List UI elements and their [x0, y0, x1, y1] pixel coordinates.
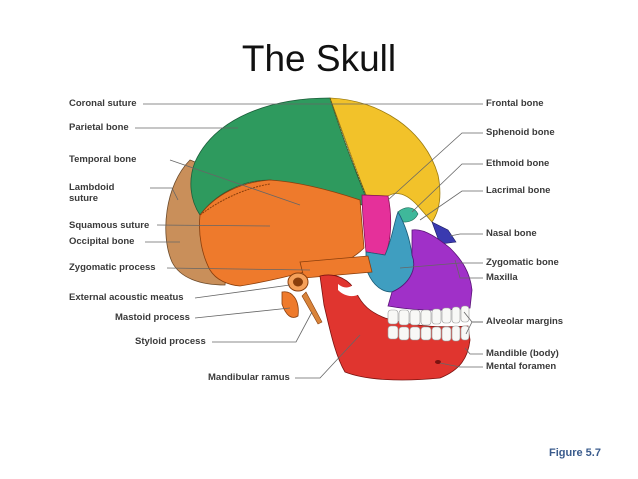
label-lambdoid-suture-2: suture [69, 193, 99, 204]
lower-teeth [387, 325, 470, 342]
label-lacrimal-bone: Lacrimal bone [486, 185, 551, 196]
zygomatic-process-shape [299, 255, 373, 279]
label-parietal-bone: Parietal bone [69, 122, 129, 133]
label-squamous-suture: Squamous suture [69, 220, 150, 231]
upper-teeth [387, 305, 470, 326]
label-coronal-suture: Coronal suture [69, 98, 137, 109]
label-temporal-bone: Temporal bone [69, 154, 137, 165]
label-mental-foramen: Mental foramen [486, 361, 557, 372]
figure-caption: Figure 5.7 [549, 447, 601, 459]
label-lambdoid-suture-1: Lambdoid [69, 182, 115, 193]
label-sphenoid-bone: Sphenoid bone [486, 127, 555, 138]
label-mandible-body: Mandible (body) [486, 348, 559, 359]
label-styloid-process: Styloid process [135, 336, 206, 347]
label-external-acoustic-meatus: External acoustic meatus [69, 292, 184, 303]
page-title: The Skull [241, 38, 397, 79]
label-mastoid-process: Mastoid process [115, 312, 190, 323]
label-maxilla: Maxilla [486, 272, 518, 283]
label-occipital-bone: Occipital bone [69, 236, 135, 247]
styloid-process-shape [301, 291, 323, 325]
leader-lines-left [135, 103, 361, 379]
leader-lines-right [330, 103, 483, 368]
label-nasal-bone: Nasal bone [486, 228, 537, 239]
label-mandibular-ramus: Mandibular ramus [208, 372, 290, 383]
label-zygomatic-process: Zygomatic process [69, 262, 156, 273]
label-ethmoid-bone: Ethmoid bone [486, 158, 550, 169]
label-alveolar-margins: Alveolar margins [486, 316, 564, 327]
mastoid-process-shape [281, 291, 299, 318]
sphenoid-bone [361, 194, 392, 256]
mental-foramen-shape [435, 360, 441, 364]
label-zygomatic-bone: Zygomatic bone [486, 257, 559, 268]
label-frontal-bone: Frontal bone [486, 98, 544, 109]
